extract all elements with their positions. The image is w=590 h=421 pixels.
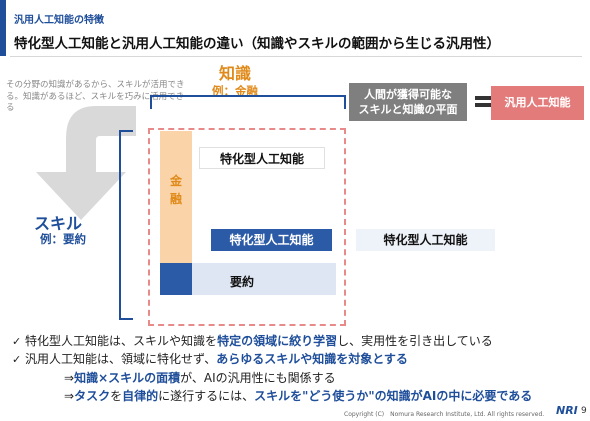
knowledge-bracket [150, 95, 346, 109]
narrow-ai-outside-tag: 特化型人工知能 [356, 229, 495, 251]
finance-column-label: 金融 [169, 174, 182, 206]
bullet-emphasis: スキルを"どう使うか"の知識がAIの中に必要である [254, 389, 533, 403]
bullet-emphasis: 自律的 [122, 389, 159, 403]
summary-row-label: 要約 [230, 275, 255, 289]
arrow-icon: ⇒ [64, 389, 75, 403]
down-arrow-icon [36, 106, 136, 220]
bullet-text: 汎用人工知能は、領域に特化せず、 [25, 352, 217, 366]
nri-logo: NRI [556, 404, 578, 417]
knowledge-axis-example: 例：金融 [212, 84, 258, 98]
page-title: 特化型人工知能と汎用人工知能の違い（知識やスキルの範囲から生じる汎用性） [14, 36, 500, 52]
bullet-general-ai: ✓ 汎用人工知能は、領域に特化せず、あらゆるスキルや知識を対象とする [12, 350, 408, 367]
bullet-text: が、AIの汎用性にも関係する [180, 371, 336, 385]
header-divider [10, 56, 582, 57]
check-icon: ✓ [12, 335, 22, 348]
bullet-text: に遂行するには、 [158, 389, 255, 403]
bullet-text: を [110, 389, 123, 403]
sub-bullet-task: ⇒タスクを自律的に遂行するには、スキルを"どう使うか"の知識がAIの中に必要であ… [64, 387, 532, 404]
check-icon: ✓ [12, 353, 22, 366]
page-number: 9 [581, 406, 587, 416]
skill-axis-title: スキル [34, 214, 83, 233]
skill-axis-example: 例：要約 [40, 232, 86, 246]
knowledge-axis-title: 知識 [219, 64, 252, 83]
narrow-ai-finance-tag: 特化型人工知能 [199, 147, 325, 169]
sub-bullet-area: ⇒知識×スキルの面積が、AIの汎用性にも関係する [64, 369, 336, 386]
bullet-narrow-ai: ✓ 特化型人工知能は、スキルや知識を特定の領域に絞り学習し、実用性を引き出してい… [12, 332, 493, 349]
bullet-emphasis: 知識×スキルの面積 [74, 371, 181, 385]
human-plane-box: 人間が獲得可能な スキルと知識の平面 [349, 83, 467, 121]
breadcrumb: 汎用人工知能の特徴 [14, 15, 104, 26]
narrow-ai-skill-tag: 特化型人工知能 [211, 229, 332, 251]
bullet-emphasis: あらゆるスキルや知識を対象とする [216, 352, 408, 366]
copyright: Copyright (C) Nomura Research Institute,… [344, 411, 545, 418]
general-ai-box: 汎用人工知能 [491, 86, 584, 120]
skill-bracket [119, 130, 133, 320]
arrow-icon: ⇒ [64, 371, 75, 385]
header-accent [0, 0, 6, 56]
note-text: その分野の知識があるから、スキルが活用できる。知識があるほど、スキルを巧みに活用… [6, 80, 185, 113]
bullet-text: 特化型人工知能は、スキルや知識を [25, 334, 218, 348]
equals-icon [475, 96, 491, 108]
bullet-text: し、実用性を引き出している [337, 334, 493, 348]
intersection-cell [160, 263, 192, 295]
header-bar [0, 0, 590, 58]
bullet-emphasis: タスク [74, 389, 111, 403]
bullet-emphasis: 特定の領域に絞り学習 [217, 334, 338, 348]
